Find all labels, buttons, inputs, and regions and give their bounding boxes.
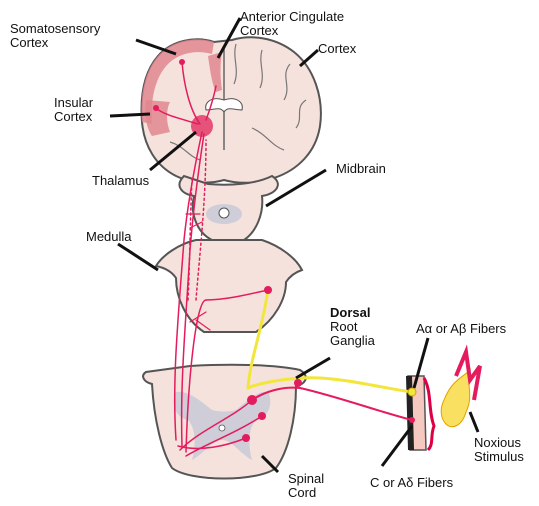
skin-block xyxy=(406,352,480,450)
label-c-fibers: C or Aδ Fibers xyxy=(370,476,453,490)
label-dorsal: Dorsal xyxy=(330,305,370,320)
label-noxious-line2: Stimulus xyxy=(474,449,524,464)
label-thalamus: Thalamus xyxy=(92,174,149,188)
label-root: Root xyxy=(330,319,357,334)
label-anterior-cingulate-line1: Anterior Cingulate xyxy=(240,9,344,24)
label-spinal-line1: Spinal xyxy=(288,471,324,486)
label-somatosensory-line2: Cortex xyxy=(10,35,48,50)
label-ganglia: Ganglia xyxy=(330,333,375,348)
noxious-stimulus-flame xyxy=(441,370,470,427)
label-somatosensory: Somatosensory Cortex xyxy=(10,22,100,50)
label-noxious-stimulus: Noxious Stimulus xyxy=(474,436,524,464)
aqueduct xyxy=(219,208,229,218)
label-midbrain: Midbrain xyxy=(336,162,386,176)
label-spinal-line2: Cord xyxy=(288,485,316,500)
label-insular: Insular Cortex xyxy=(54,96,93,124)
brain-section xyxy=(142,37,321,182)
label-insular-line1: Insular xyxy=(54,95,93,110)
label-anterior-cingulate-line2: Cortex xyxy=(240,23,278,38)
label-cortex: Cortex xyxy=(318,42,356,56)
label-spinal-cord: Spinal Cord xyxy=(288,472,324,500)
label-anterior-cingulate: Anterior Cingulate Cortex xyxy=(240,10,344,38)
label-noxious-line1: Noxious xyxy=(474,435,521,450)
label-dorsal-root-ganglia: Dorsal Root Ganglia xyxy=(330,306,375,348)
label-insular-line2: Cortex xyxy=(54,109,92,124)
label-medulla: Medulla xyxy=(86,230,132,244)
spinal-cord-section xyxy=(143,365,306,479)
label-a-fibers: Aα or Aβ Fibers xyxy=(416,322,506,336)
label-somatosensory-line1: Somatosensory xyxy=(10,21,100,36)
central-canal xyxy=(219,425,225,431)
